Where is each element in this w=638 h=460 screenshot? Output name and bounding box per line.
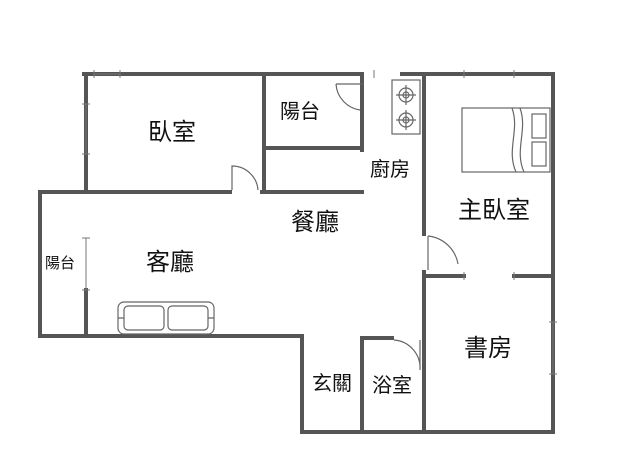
walls xyxy=(38,72,555,434)
bed-icon xyxy=(461,107,551,173)
label-kitchen: 廚房 xyxy=(370,157,410,181)
window-icon xyxy=(82,70,557,375)
door-swing-icon xyxy=(231,83,459,371)
label-bedroom: 臥室 xyxy=(148,118,196,146)
label-bathroom: 浴室 xyxy=(372,373,412,397)
label-entrance: 玄關 xyxy=(312,371,352,395)
label-master-bedroom: 主臥室 xyxy=(458,196,530,224)
stove-icon xyxy=(391,79,421,135)
sofa-icon xyxy=(117,301,215,335)
label-dining: 餐廳 xyxy=(291,208,339,236)
label-study: 書房 xyxy=(464,334,512,362)
label-balcony-top: 陽台 xyxy=(280,99,320,123)
label-balcony-left: 陽台 xyxy=(45,254,75,272)
label-living: 客廳 xyxy=(146,248,194,276)
